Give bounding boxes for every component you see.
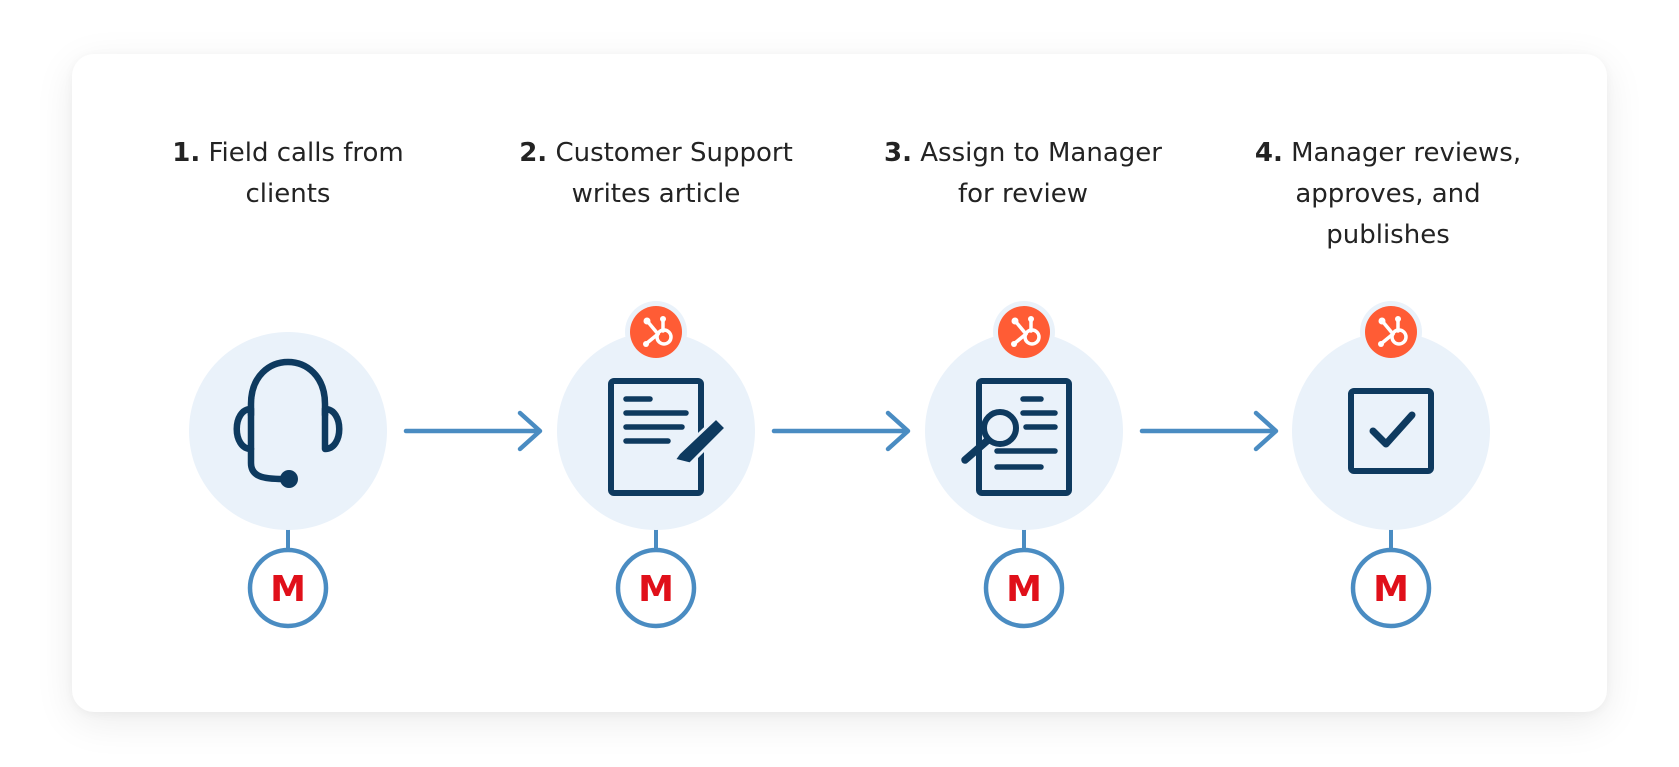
arrow-1-2 bbox=[403, 410, 543, 452]
arrow-3-4 bbox=[1139, 410, 1279, 452]
marker-badge-1 bbox=[247, 547, 329, 629]
arrow-2-3 bbox=[771, 410, 911, 452]
document-search-icon bbox=[976, 378, 1072, 496]
marker-badge-3 bbox=[983, 547, 1065, 629]
step-1-node: M bbox=[189, 332, 387, 629]
marker-badge-4-letter: M bbox=[1373, 569, 1409, 610]
step-3-label: 3. Assign to Manager for review bbox=[884, 138, 1162, 209]
marker-badge-1-letter: M bbox=[270, 569, 306, 610]
step-4-node: M bbox=[1292, 301, 1490, 629]
magnifier-icon bbox=[981, 409, 1019, 447]
step-3-node: M bbox=[925, 301, 1123, 629]
step-2-label: 2. Customer Support writes article bbox=[519, 138, 793, 209]
marker-badge-4 bbox=[1350, 547, 1432, 629]
marker-badge-3-letter: M bbox=[1006, 569, 1042, 610]
marker-badge-2 bbox=[615, 547, 697, 629]
pen-icon bbox=[672, 416, 728, 466]
headset-icon bbox=[233, 358, 343, 483]
marker-badge-2-letter: M bbox=[638, 569, 674, 610]
step-2-node: M bbox=[557, 301, 755, 629]
step-1-label: 1. Field calls from clients bbox=[172, 138, 404, 209]
checkbox-icon bbox=[1348, 388, 1434, 474]
step-4-label: 4. Manager reviews, approves, and publis… bbox=[1254, 138, 1522, 250]
